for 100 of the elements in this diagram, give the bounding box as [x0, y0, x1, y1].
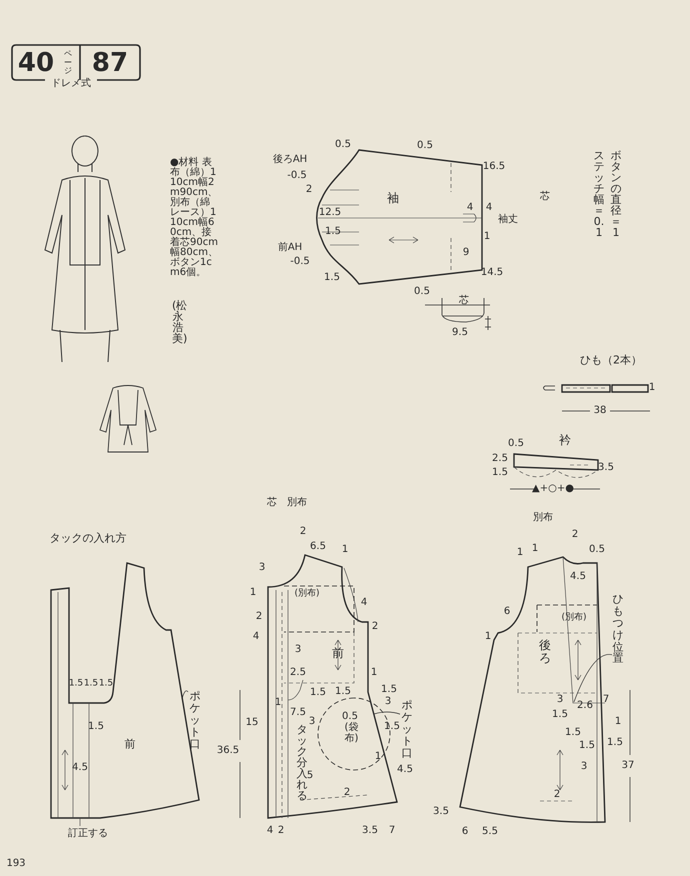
- measurement-label: 1: [614, 717, 622, 727]
- piece-label: ひも（2本）: [580, 354, 642, 366]
- page-number: 193: [6, 859, 26, 869]
- measurement-label: 2: [300, 527, 306, 537]
- measurement-label: 37: [622, 761, 634, 771]
- measurement-label: 7: [602, 695, 610, 705]
- measurement-label: 3: [580, 762, 588, 772]
- note-text: 訂正する: [68, 829, 108, 839]
- lace-panel-outline: [284, 586, 354, 632]
- measurement-label: 1.5: [565, 728, 581, 738]
- piece-label: ひもつけ位置: [612, 593, 624, 665]
- piece-label: (別布): [561, 614, 587, 622]
- measurement-label: 4: [266, 826, 274, 836]
- piece-label: ポケット口: [400, 699, 414, 759]
- measurement-label: 1: [648, 383, 656, 393]
- part-label: 芯: [540, 192, 550, 202]
- measurement-label: 6: [462, 827, 468, 837]
- measurement-label: 3: [308, 717, 316, 727]
- measurement-label: 2: [306, 185, 312, 195]
- measurement-label: 14.5: [480, 268, 504, 278]
- measurement-label: 1: [274, 698, 282, 708]
- measurement-label: 0.5: [335, 140, 351, 150]
- measurement-label: 15: [246, 718, 258, 728]
- part-label: 前AH: [278, 243, 302, 253]
- measurement-label: 6: [504, 607, 510, 617]
- measurement-label: 4.5: [570, 572, 586, 582]
- measurement-label: 0.5: [589, 545, 605, 555]
- piece-label: 後ろ: [538, 639, 552, 665]
- measurement-label: 7.5: [290, 708, 306, 718]
- page-number-badge: [12, 44, 142, 90]
- dimension-formula: ▲+○+●: [532, 484, 574, 494]
- note-text: ステッチ幅＝0.1: [592, 150, 606, 238]
- measurement-label: 4: [486, 203, 492, 213]
- part-label: 別布: [287, 498, 307, 508]
- measurement-label: 1: [342, 545, 348, 555]
- piece-label: (袋布): [344, 723, 356, 745]
- measurement-label: 12.5: [318, 208, 342, 218]
- measurement-label: 9.5: [452, 328, 468, 338]
- measurement-label: 3.5: [362, 826, 378, 836]
- designer-credit: (松永浩美): [172, 300, 184, 344]
- measurement-label: -0.5: [290, 257, 310, 267]
- part-label: 別布: [533, 513, 553, 523]
- measurement-label: 3: [258, 563, 266, 573]
- leader-line: [574, 654, 612, 702]
- measurement-label: 7: [388, 826, 396, 836]
- measurement-label: 2: [572, 530, 578, 540]
- measurement-label: 3: [294, 645, 302, 655]
- measurement-label: 6.5: [310, 542, 326, 552]
- measurement-label: 2: [344, 788, 350, 798]
- measurement-label: 2: [372, 622, 378, 632]
- measurement-label: 1.5: [310, 688, 326, 698]
- note-text: タック分入れる: [296, 724, 308, 801]
- piece-label: 前: [332, 647, 344, 659]
- part-label: 芯: [267, 498, 277, 508]
- measurement-label: 2: [554, 790, 560, 800]
- measurement-label: 16.5: [482, 162, 506, 172]
- measurement-label: 1.5: [579, 741, 595, 751]
- measurement-label: 4.5: [397, 765, 413, 775]
- measurement-label: 1: [374, 752, 382, 762]
- piece-label: 袖: [387, 192, 399, 204]
- measurement-label: 4: [252, 632, 260, 642]
- measurement-label: 1.5: [552, 710, 568, 720]
- lace-panel-outline: [537, 605, 597, 632]
- measurement-label: 9: [462, 248, 470, 258]
- measurement-label: 2: [256, 612, 262, 622]
- measurement-label: 1: [516, 548, 524, 558]
- measurement-label: 1.5: [381, 685, 397, 695]
- measurement-label: 0.5: [414, 287, 430, 297]
- measurement-label: 4: [360, 598, 368, 608]
- measurement-label: 38: [594, 406, 606, 416]
- part-label: 後ろAH: [272, 155, 308, 165]
- part-label: 芯: [459, 296, 469, 306]
- measurement-label: 1.5: [607, 738, 623, 748]
- measurement-label: 1: [484, 232, 490, 242]
- measurement-label: -0.5: [287, 171, 307, 181]
- method-label: ドレメ式: [51, 79, 91, 89]
- leader-line: [374, 712, 400, 714]
- measurement-label: 1: [250, 588, 256, 598]
- materials-note: ●材料 表布（綿）110cm幅2m90cm、別布（綿レース）110cm幅60cm、接着芯90cm幅80cm、ボタン1cm6個。: [170, 158, 218, 278]
- measurement-label: 3: [556, 695, 564, 705]
- measurement-label: 5: [306, 771, 314, 781]
- measurement-label: 4: [466, 203, 474, 213]
- measurement-label: 5.5: [482, 827, 498, 837]
- measurement-label: 3.5: [433, 807, 449, 817]
- measurement-label: 1.5: [324, 273, 340, 283]
- page-number: ページ: [64, 50, 72, 76]
- measurement-label: 2: [278, 826, 284, 836]
- measurement-label: 3: [384, 697, 392, 707]
- measurement-label: 1.5: [492, 468, 508, 478]
- piece-label: (別布): [294, 590, 320, 598]
- measurement-label: 3.5: [598, 463, 614, 473]
- page-number: 87: [92, 50, 128, 76]
- measurement-label: 0.5: [342, 712, 358, 722]
- note-text: ボタンの直径＝1: [610, 150, 622, 238]
- measurement-label: 2.5: [290, 668, 306, 678]
- measurement-label: 2.6: [577, 701, 593, 711]
- measurement-label: 1.5: [384, 722, 400, 732]
- part-label: 袖丈: [498, 215, 518, 225]
- measurement-label: 36.5: [216, 746, 240, 756]
- measurement-label: 1: [484, 632, 492, 642]
